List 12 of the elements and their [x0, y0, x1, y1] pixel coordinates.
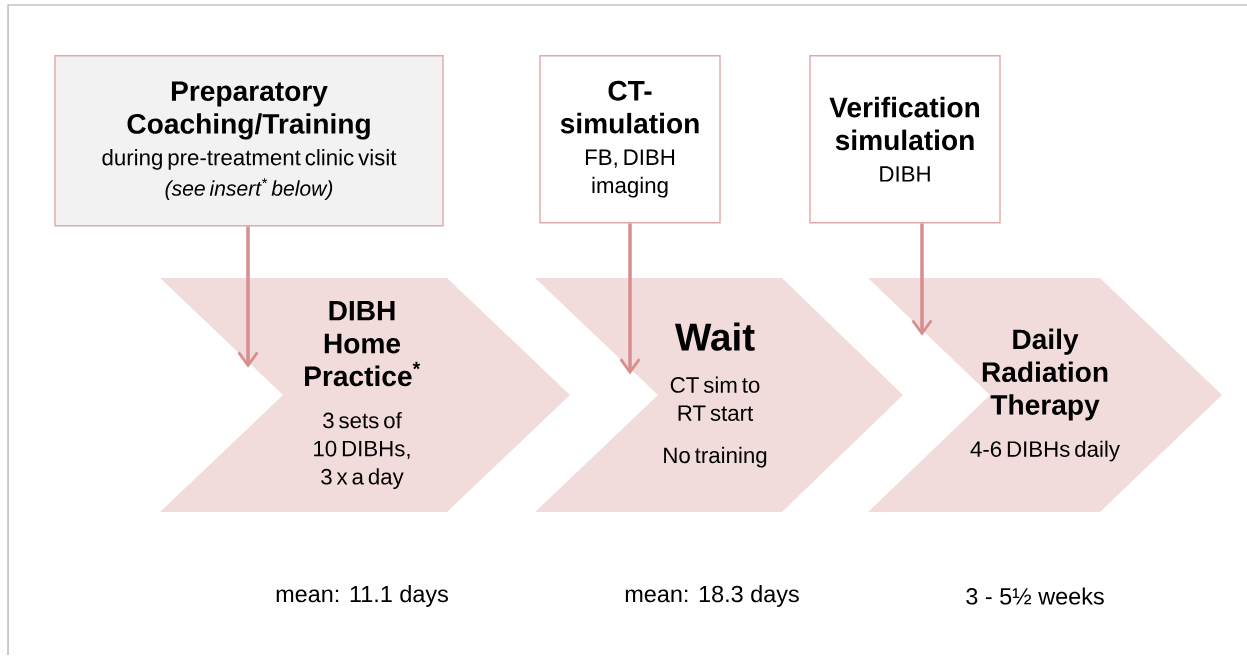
chevron-step: Wait CT sim to RT start No training	[535, 278, 903, 512]
arrow	[237, 226, 259, 368]
duration-text: mean: 18.3 days	[625, 585, 799, 607]
process-box: Verification simulation DIBH	[809, 55, 1001, 224]
duration-text: mean: 11.1 days	[276, 585, 448, 607]
duration-text: 3 - 5½ weeks	[966, 587, 1104, 605]
arrow	[911, 223, 933, 336]
process-box: Preparatory Coaching/Training during pre-treatment clinic visit (see insert$^{*}$ below)	[54, 55, 444, 227]
chevron-step: DIBH Home Practice$^{*}$ 3 sets of 10 DIBHs, 3 x a day	[160, 278, 570, 512]
chevron-step: Daily Radiation Therapy 4-6 DIBHs daily	[868, 278, 1222, 512]
process-box: CT-simulation FB, DIBH imaging	[539, 55, 721, 224]
arrow	[619, 223, 641, 375]
